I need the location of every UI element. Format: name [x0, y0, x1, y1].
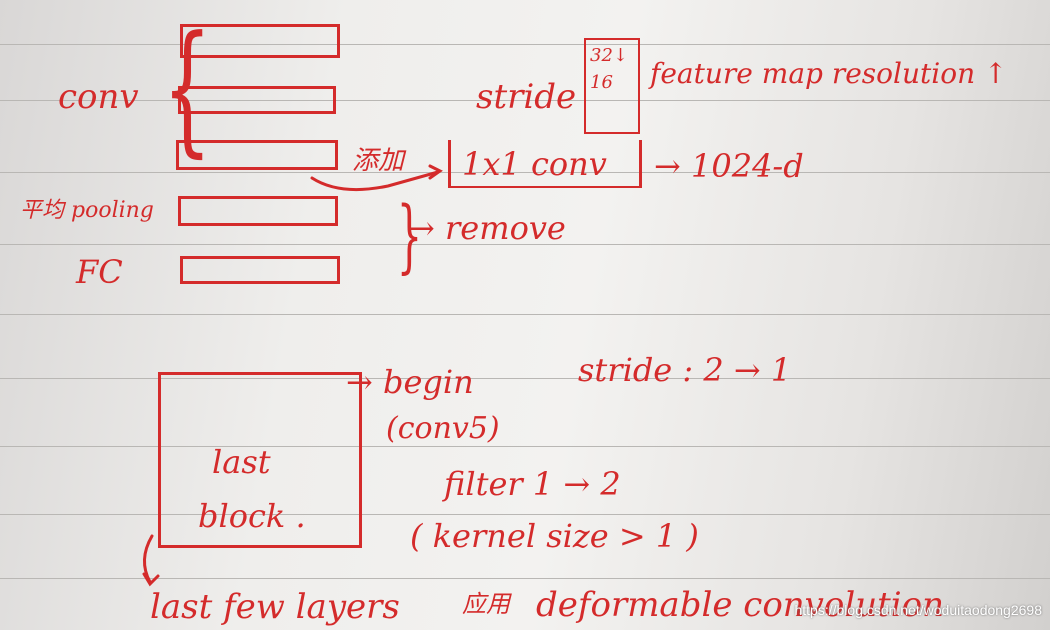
conv-label: conv	[58, 77, 139, 117]
last-block-box	[158, 372, 362, 548]
remove-label: → remove	[408, 209, 566, 247]
last-block-label-2: block .	[198, 497, 306, 535]
dimension-label: → 1024-d	[654, 147, 804, 185]
stride-label: stride	[476, 77, 577, 117]
conv-layer-box	[178, 86, 336, 114]
conv-layer-box	[180, 24, 340, 58]
pooling-label: 平均 pooling	[20, 198, 154, 223]
conv1x1-label: 1x1 conv	[462, 145, 607, 183]
stride-change-text: 32↓16	[590, 45, 628, 93]
ruled-line	[0, 314, 1050, 315]
apply-label: 应用	[462, 590, 510, 618]
conv1x1-box	[448, 140, 642, 188]
last-block-label-1: last	[212, 443, 271, 481]
ruled-line	[0, 172, 1050, 173]
pooling-layer-box	[178, 196, 338, 226]
stride-change-box	[584, 38, 640, 134]
remove-brace-icon: }	[396, 189, 423, 282]
begin-label: → begin	[346, 363, 474, 401]
ruled-line	[0, 100, 1050, 101]
ruled-line	[0, 578, 1050, 579]
fc-label: FC	[76, 253, 123, 291]
ruled-line	[0, 244, 1050, 245]
ruled-line	[0, 378, 1050, 379]
last-layers-label: last few layers	[150, 587, 400, 627]
watermark: https://blog.csdn.net/woduitaodong2698	[794, 602, 1042, 618]
filter-label: filter 1 → 2	[444, 465, 621, 503]
ruled-line	[0, 514, 1050, 515]
add-label: 添加	[352, 146, 405, 176]
conv5-label: (conv5)	[386, 411, 500, 446]
ruled-line	[0, 446, 1050, 447]
conv-layer-box	[176, 140, 338, 170]
ruled-line	[0, 44, 1050, 45]
stride-change-label: stride : 2 → 1	[578, 351, 792, 389]
feature-map-label: feature map resolution ↑	[650, 57, 1008, 90]
deformable-label: deformable convolution	[536, 585, 945, 625]
conv-brace-icon: {	[162, 6, 213, 171]
kernel-size-label: ( kernel size > 1 )	[410, 517, 699, 555]
fc-layer-box	[180, 256, 340, 284]
